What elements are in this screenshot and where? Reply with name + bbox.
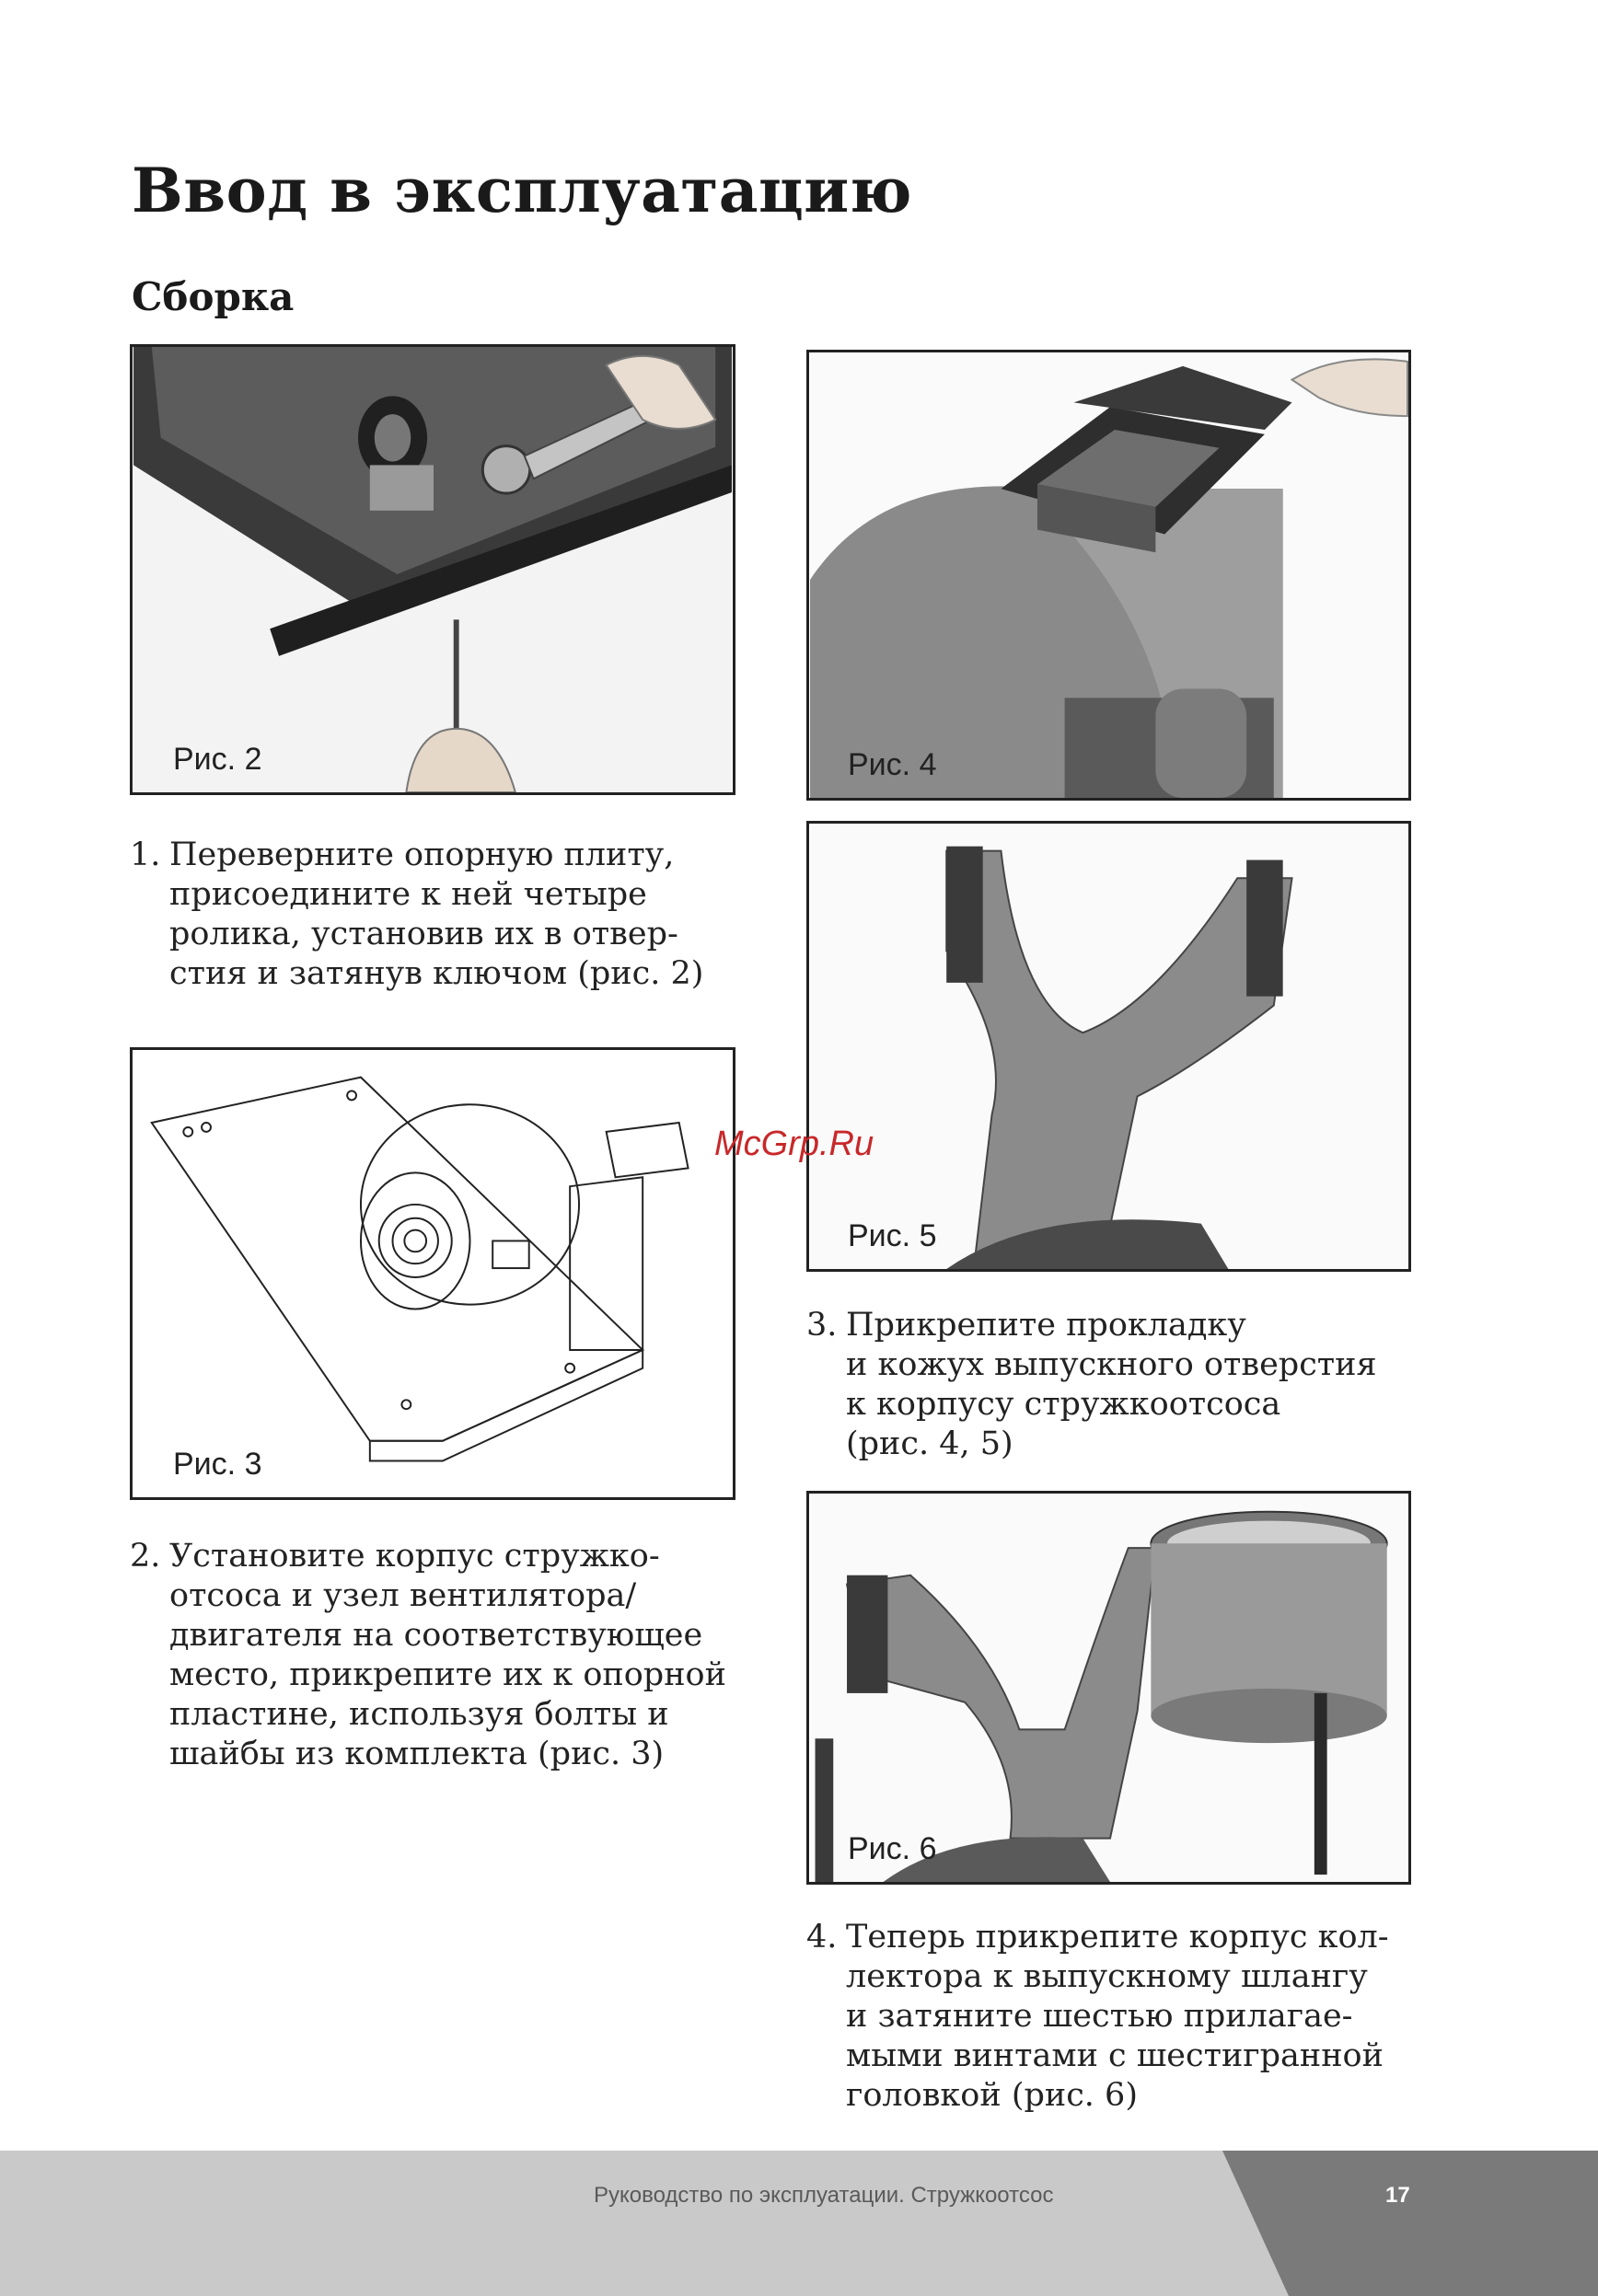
figure-6-collector-ring: Рис. 6 <box>806 1491 1411 1885</box>
step-1-text: Переверните опорную плиту, присоедините … <box>169 836 704 992</box>
watermark: McGrp.Ru <box>714 1125 874 1163</box>
figure-6-caption: Рис. 6 <box>848 1831 937 1866</box>
step-2-text: Установите корпус стружко- отсоса и узел… <box>169 1538 726 1772</box>
step-3-text: Прикрепите прокладку и кожух выпускного … <box>846 1307 1377 1462</box>
step-3-number: 3. <box>806 1307 838 1344</box>
blower-outlet-flange-illustration <box>810 352 1408 798</box>
section-title: Сборка <box>132 274 295 319</box>
blower-base-line-drawing <box>150 1076 689 1462</box>
step-3: 3. Прикрепите прокладку и кожух выпускно… <box>806 1306 1432 1464</box>
figure-4-caption: Рис. 4 <box>848 747 937 782</box>
figure-5-y-outlet: Рис. 5 <box>806 821 1411 1272</box>
step-4: 4. Теперь прикрепите корпус кол- лектора… <box>806 1918 1432 2116</box>
step-4-number: 4. <box>806 1919 838 1956</box>
step-2-number: 2. <box>130 1538 161 1575</box>
footer-manual-title: Руководство по эксплуатации. Стружкоотсо… <box>594 2183 1054 2208</box>
page-title: Ввод в эксплуатацию <box>132 155 912 226</box>
caster-wrench-illustration <box>133 347 732 792</box>
figure-5-caption: Рис. 5 <box>848 1218 937 1253</box>
footer-band-dark <box>1222 2151 1598 2296</box>
step-1-number: 1. <box>130 836 161 873</box>
step-1: 1. Переверните опорную плиту, присоедини… <box>130 836 737 994</box>
figure-2-caption: Рис. 2 <box>173 742 262 777</box>
figure-3-caption: Рис. 3 <box>173 1447 262 1482</box>
figure-2-caster-install: Рис. 2 <box>130 344 735 795</box>
figure-3-blower-assembly: Рис. 3 <box>130 1047 735 1500</box>
collector-ring-illustration <box>810 1494 1407 1882</box>
step-2: 2. Установите корпус стружко- отсоса и у… <box>130 1537 756 1774</box>
y-connector-illustration <box>810 824 1407 1269</box>
page-number: 17 <box>1385 2183 1410 2208</box>
step-4-text: Теперь прикрепите корпус кол- лектора к … <box>846 1919 1389 2114</box>
page-footer: Руководство по эксплуатации. Стружкоотсо… <box>0 2151 1598 2296</box>
figure-4-gasket-flange: Рис. 4 <box>806 350 1411 801</box>
